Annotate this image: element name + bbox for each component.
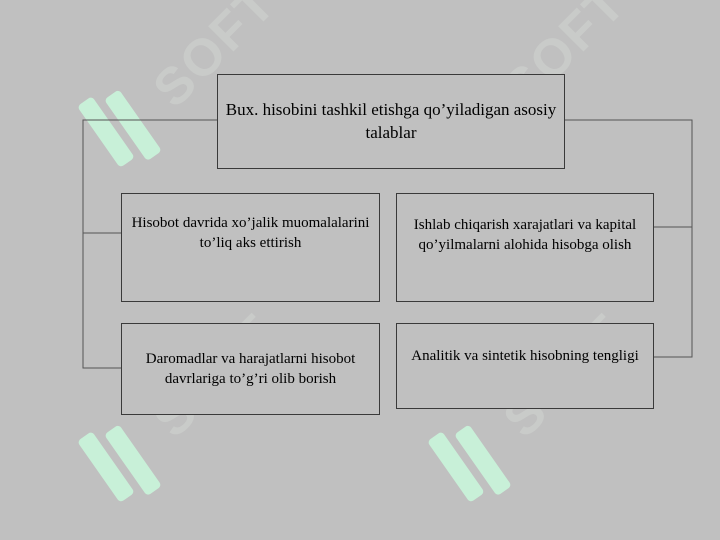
connector-left — [82, 119, 217, 369]
requirement-box-2: Ishlab chiqarish xarajatlari va kapital … — [396, 193, 654, 302]
diagram-title-box: Bux. hisobini tashkil etishga qo’yiladig… — [217, 74, 565, 169]
requirement-text: Daromadlar va harajatlarni hisobot davrl… — [145, 351, 356, 387]
requirement-text: Hisobot davrida xo’jalik muomalalarini t… — [131, 215, 370, 251]
requirement-box-4: Analitik va sintetik hisobning tengligi — [396, 323, 654, 409]
requirement-text: Analitik va sintetik hisobning tengligi — [411, 348, 639, 364]
connector-right — [565, 119, 693, 358]
requirement-box-1: Hisobot davrida xo’jalik muomalalarini t… — [121, 193, 380, 302]
requirement-text: Ishlab chiqarish xarajatlari va kapital … — [413, 217, 637, 253]
diagram-title: Bux. hisobini tashkil etishga qo’yiladig… — [225, 100, 557, 142]
requirement-box-3: Daromadlar va harajatlarni hisobot davrl… — [121, 323, 380, 415]
